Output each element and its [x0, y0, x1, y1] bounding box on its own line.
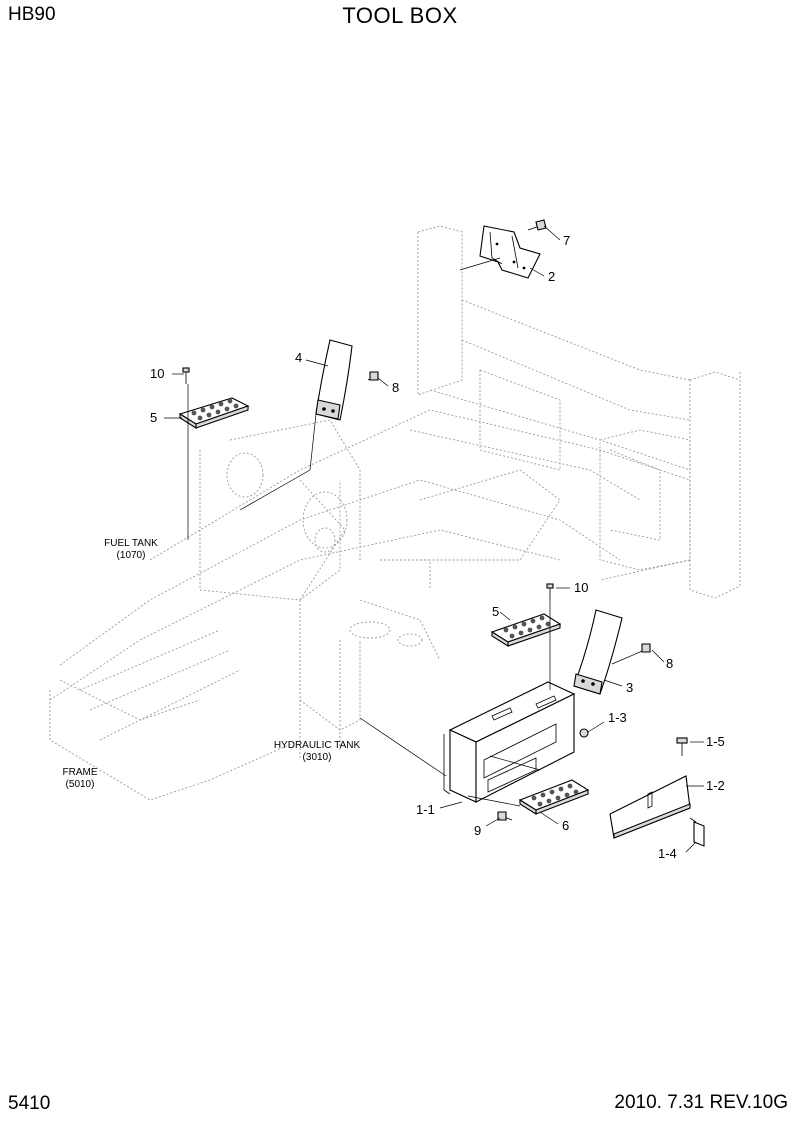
bolt-part-9 [497, 811, 513, 821]
bolt-part-1-5 [676, 737, 688, 756]
bolt-part-8-upper [367, 371, 379, 381]
cover-plate-part-1-2 [609, 775, 691, 839]
frame-outline [49, 225, 741, 801]
page-number: 5410 [8, 1093, 51, 1114]
callout-8-upper: 8 [392, 380, 399, 395]
callout-5-lower: 5 [492, 604, 499, 619]
callout-7: 7 [563, 233, 570, 248]
callout-8-lower: 8 [666, 656, 673, 671]
ref-hydraulic-tank-name: HYDRAULIC TANK [274, 740, 361, 751]
page-title: TOOL BOX [342, 3, 458, 28]
bracket-part-2 [479, 225, 541, 279]
callout-10-upper: 10 [150, 366, 164, 381]
tool-box-body-part-1-1 [443, 681, 576, 803]
leader-lines [164, 225, 704, 853]
ref-frame-code: (5010) [66, 779, 95, 790]
callout-1-1: 1-1 [416, 802, 435, 817]
callout-1-3: 1-3 [608, 710, 627, 725]
callout-1-5: 1-5 [706, 734, 725, 749]
latch-part-1-4 [689, 817, 705, 847]
bracket-part-4 [315, 339, 353, 421]
bolt-part-10-upper [182, 367, 190, 384]
ref-fuel-tank-code: (1070) [117, 550, 146, 561]
callout-2: 2 [548, 269, 555, 284]
callout-6: 6 [562, 818, 569, 833]
callout-1-2: 1-2 [706, 778, 725, 793]
callout-9: 9 [474, 823, 481, 838]
revision-date: 2010. 7.31 REV.10G [614, 1092, 788, 1113]
step-tread-part-6 [518, 779, 590, 815]
bracket-part-3 [573, 609, 623, 695]
ref-frame-name: FRAME [63, 767, 98, 778]
callout-labels: 7 2 10 5 4 8 10 5 8 3 1-3 1-5 1-2 1-1 9 … [150, 233, 725, 861]
ref-fuel-tank-name: FUEL TANK [104, 538, 158, 549]
ref-hydraulic-tank-code: (3010) [303, 752, 332, 763]
bolt-part-10-lower [546, 583, 554, 600]
step-tread-part-5-lower [490, 613, 562, 647]
callout-10-lower: 10 [574, 580, 588, 595]
callout-5-upper: 5 [150, 410, 157, 425]
callout-3: 3 [626, 680, 633, 695]
reference-labels: FUEL TANK (1070) HYDRAULIC TANK (3010) F… [63, 538, 361, 790]
bolt-part-8-lower [639, 643, 651, 653]
model-code: HB90 [8, 4, 56, 25]
callout-1-4: 1-4 [658, 846, 677, 861]
plug-part-1-3 [579, 728, 589, 738]
step-tread-part-5-upper [178, 397, 250, 429]
callout-4: 4 [295, 350, 302, 365]
bolt-part-7 [527, 219, 547, 231]
